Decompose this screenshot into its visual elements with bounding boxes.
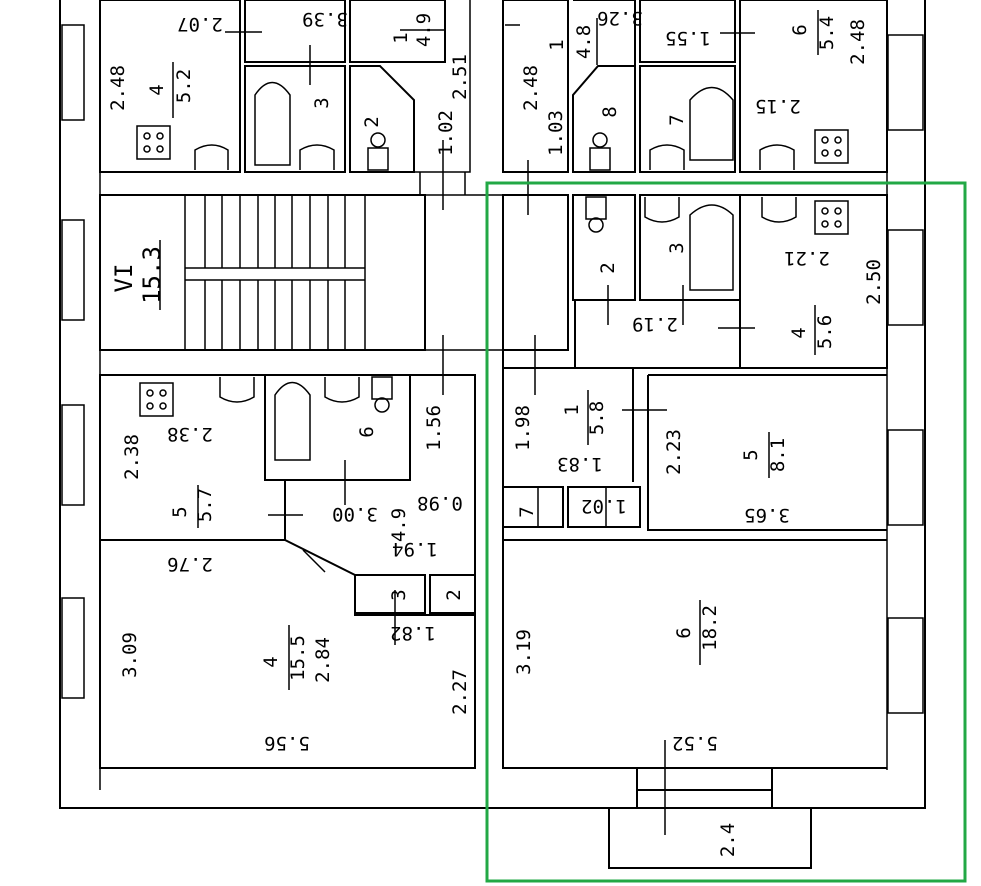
label: 5.52 [672,732,718,754]
label: 8.1 [767,438,789,472]
label: 15.5 [287,635,309,681]
label: 3.00 [332,503,378,525]
label: 5.6 [814,315,836,349]
label: 3.65 [744,504,790,526]
top-right-rooms [502,0,888,173]
label: 1 [561,404,583,415]
dimension-lines [225,24,755,835]
label: 2.15 [755,95,801,117]
label: 1.55 [665,27,711,49]
label: 4.8 [573,25,595,59]
label: 2.4 [717,823,739,857]
label: 5.56 [264,732,310,754]
label: 6 [356,426,378,437]
label: 6 [673,627,695,638]
label: 15.3 [138,246,166,304]
stove-icon [136,125,171,160]
label: 3.19 [513,629,535,675]
fraction-bars [159,10,819,690]
label: 5.4 [816,16,838,50]
label: 2.27 [449,669,471,715]
left-windows [61,24,85,699]
label: 1.02 [435,110,457,156]
label: 1.82 [390,622,436,644]
label: 6 [789,24,811,35]
stove-icon [139,382,174,417]
middle-left-rooms [99,374,476,769]
label: 1.02 [581,495,627,517]
label: 2.48 [847,19,869,65]
outer-walls [59,0,926,809]
label: 3 [311,97,333,108]
label: 5.8 [586,401,608,435]
label: 5.2 [173,69,195,103]
label: 2.84 [312,637,334,683]
label: 2.38 [167,423,213,445]
label: 3.26 [597,7,643,29]
label: 8 [599,106,621,117]
label: 5 [740,449,762,460]
label: 2.48 [520,65,542,111]
stairwell [99,194,503,351]
label: 2.07 [177,13,223,35]
label: 1.94 [392,538,438,560]
label: 2.38 [121,434,143,480]
label: 2.50 [863,259,885,305]
label: 3 [388,589,410,600]
label: 1.03 [545,110,567,156]
label: 4 [146,84,168,95]
label: 2 [361,116,383,127]
label: 2.19 [632,313,678,335]
label: VI [110,264,138,293]
label: 2.21 [784,247,830,269]
label: 2 [597,262,619,273]
selection-highlight [485,181,967,883]
label: 2 [443,589,465,600]
label: 7 [516,506,538,517]
label: 18.2 [699,605,721,651]
sink-icon [194,144,797,403]
label: 1.56 [423,405,445,451]
label: 2.51 [449,54,471,100]
label: 3.09 [119,632,141,678]
label: 4 [788,327,810,338]
label: 5 [169,506,191,517]
label: 1 [390,32,412,43]
label: 5.7 [194,488,216,522]
stove-icon [814,200,849,235]
right-windows [887,34,924,714]
label: 7 [666,114,688,125]
label: 3 [666,242,688,253]
label: 4.9 [388,508,410,542]
label: 1.83 [557,453,603,475]
label: 2.23 [663,429,685,475]
toilet-icon [367,132,611,413]
highlighted-apartment [502,194,888,869]
label: 0.98 [417,492,463,514]
label: 4.9 [413,13,435,47]
label: 4 [260,656,282,667]
top-left-rooms [99,0,471,195]
label: 2.76 [167,553,213,575]
label: 2.48 [107,65,129,111]
label: 1 [546,39,568,50]
stove-icon [814,129,849,164]
label: 3.39 [302,8,348,30]
label: 1.98 [512,405,534,451]
